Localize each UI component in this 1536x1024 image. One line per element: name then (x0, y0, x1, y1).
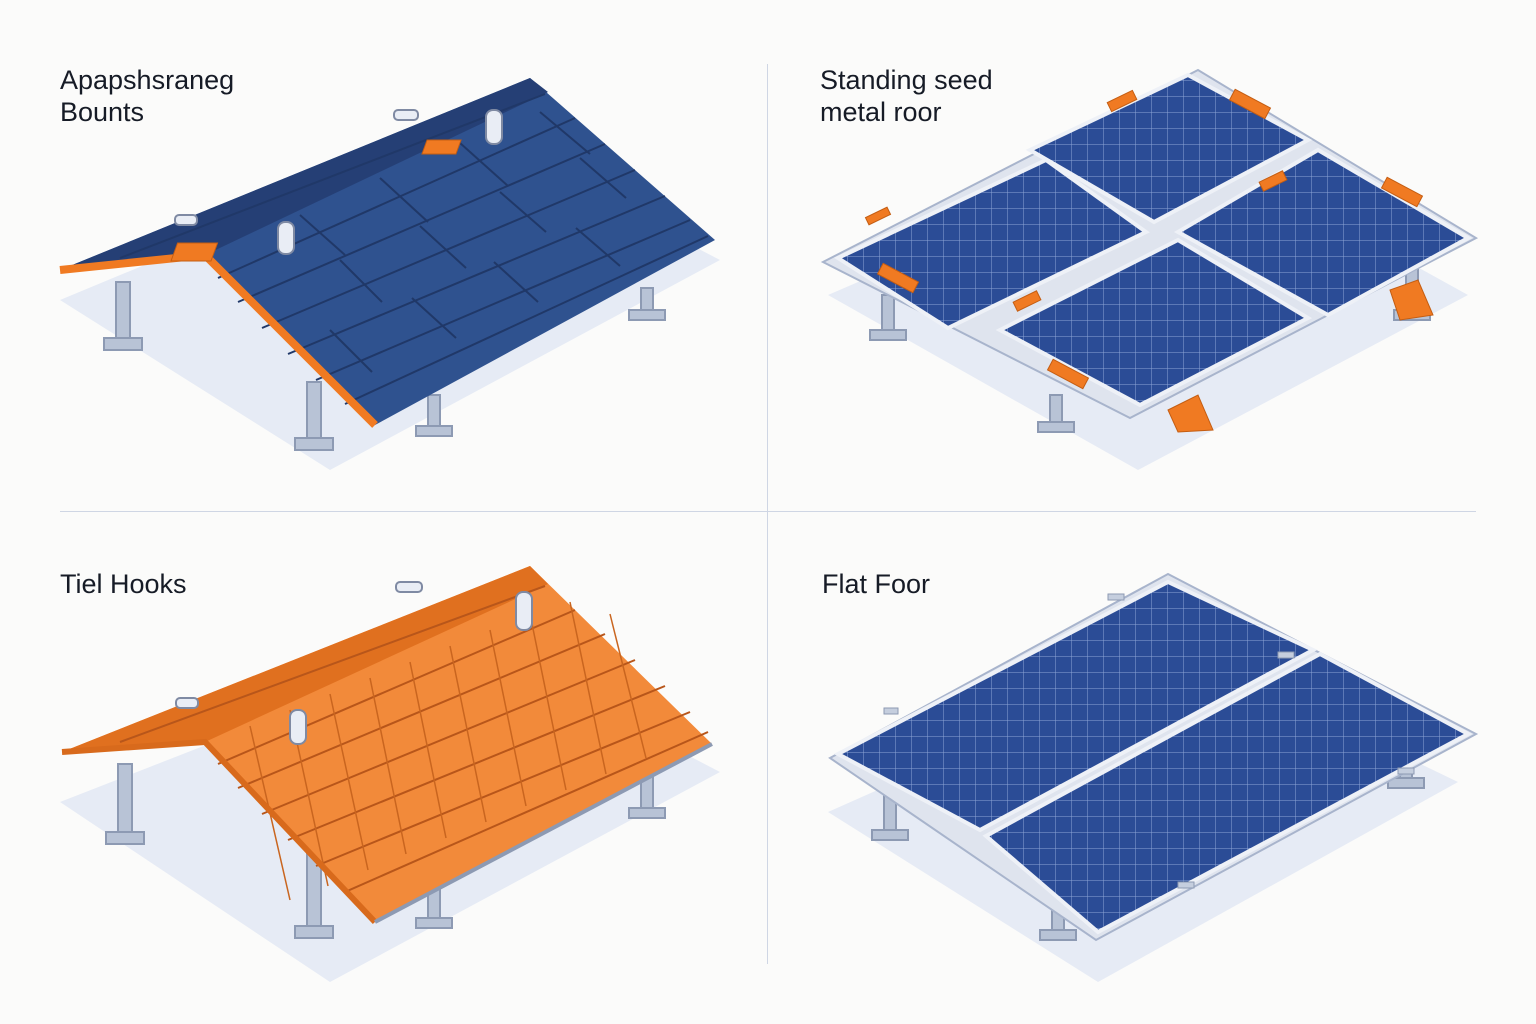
horizontal-divider (60, 511, 1476, 512)
vertical-divider (767, 64, 768, 964)
flat-roof-illustration (828, 572, 1479, 982)
panel-tile-hooks: Tiel Hooks (0, 512, 768, 1024)
tile-roof-illustration (60, 566, 720, 982)
support-post-icon (105, 763, 666, 939)
rail-clamp-icon (864, 88, 1424, 390)
roof-mount-hook-icon (175, 581, 533, 745)
panel-title: Flat Foor (822, 569, 931, 599)
panel-title: Tiel Hooks (60, 569, 187, 599)
shingle-roof-illustration (59, 78, 720, 470)
support-post-icon (871, 757, 1425, 941)
roof-mount-hook-icon (170, 139, 462, 262)
support-post-icon (103, 281, 666, 451)
standing-seam-illustration (820, 68, 1479, 470)
panel-flat-roof: Flat Foor (768, 512, 1536, 1024)
